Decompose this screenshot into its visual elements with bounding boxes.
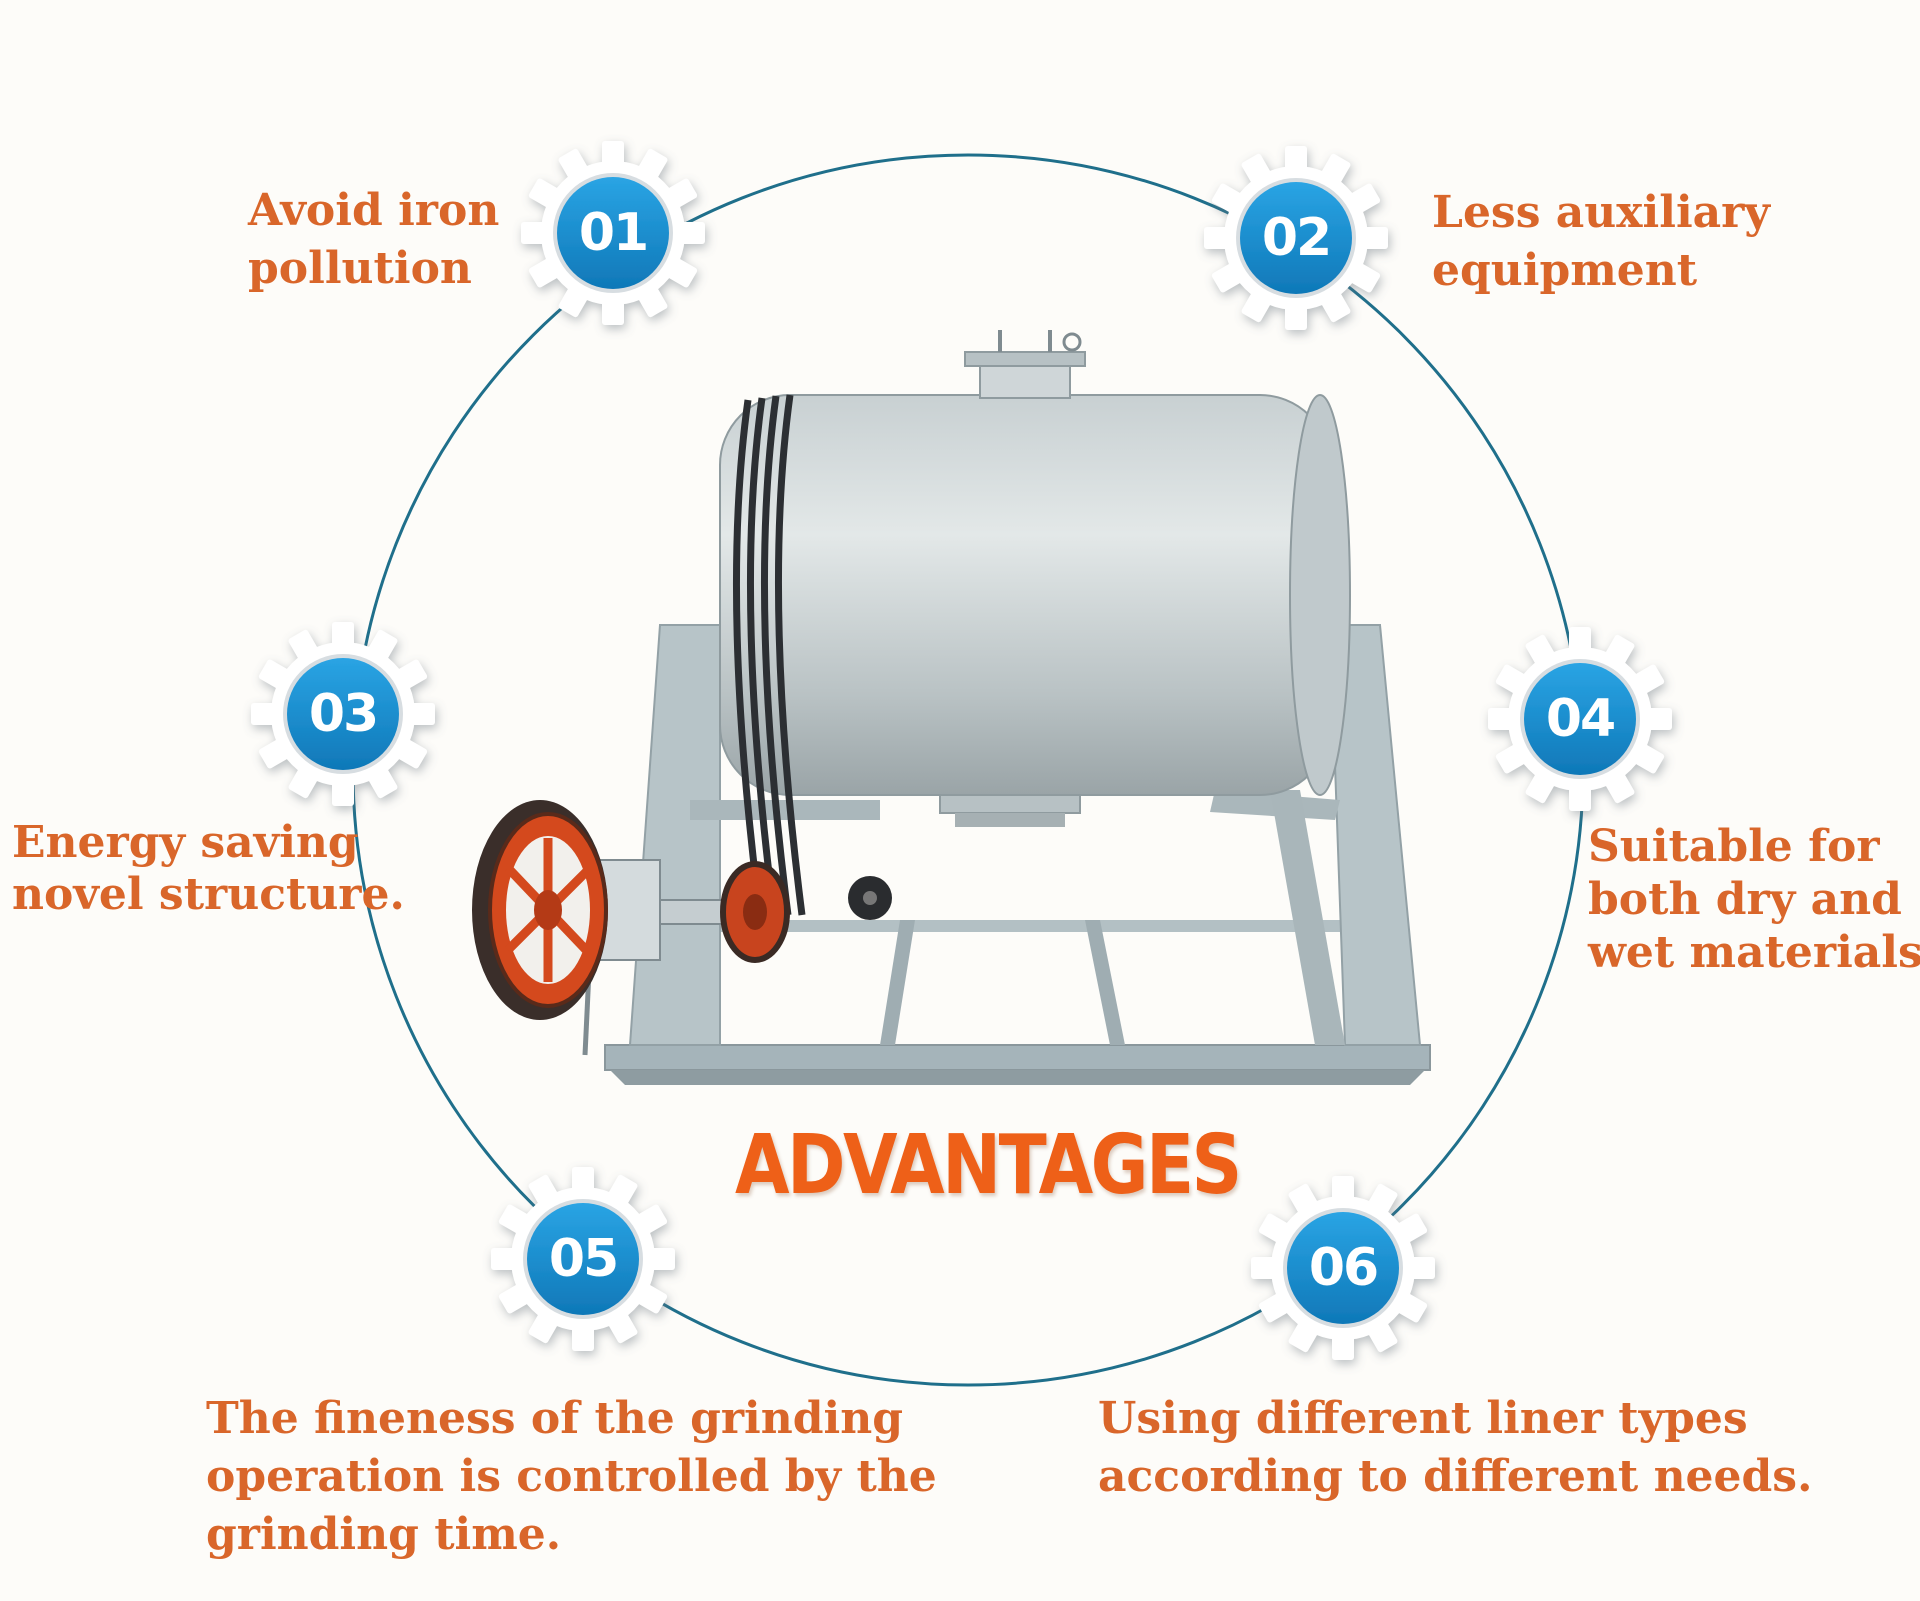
feature-03-line-2: novel structure. <box>12 869 405 920</box>
feature-03-line-1: Energy saving <box>12 817 359 868</box>
feature-01-line-2: pollution <box>248 243 472 294</box>
feature-05-text: The fineness of the grinding operation i… <box>206 1390 937 1564</box>
feature-04-line-2: both dry and <box>1588 874 1902 925</box>
feature-02-text: Less auxiliary equipment <box>1432 184 1770 300</box>
feature-03-text: Energy saving novel structure. <box>12 817 405 921</box>
feature-04-text: Suitable for both dry and wet materials. <box>1588 820 1920 979</box>
flywheel <box>472 800 608 1020</box>
gear-icon-01: 01 <box>578 203 649 263</box>
gear-icon-05: 05 <box>548 1229 619 1289</box>
feature-02-line-1: Less auxiliary <box>1432 187 1770 238</box>
gear-icon-04: 04 <box>1545 689 1616 749</box>
ball-mill-illustration <box>472 330 1431 1085</box>
gear-icon-02: 02 <box>1261 208 1332 268</box>
page-title: ADVANTAGES <box>735 1118 1242 1213</box>
feature-04-line-3: wet materials. <box>1588 927 1920 978</box>
feature-04-line-1: Suitable for <box>1588 821 1880 872</box>
feature-06-text: Using different liner types according to… <box>1098 1390 1812 1506</box>
feature-01-text: Avoid iron pollution <box>248 182 499 298</box>
feature-02-line-2: equipment <box>1432 245 1698 296</box>
feature-01-line-1: Avoid iron <box>248 185 500 236</box>
feature-05-line-1: The fineness of the grinding <box>206 1393 903 1444</box>
gear-icon-06: 06 <box>1308 1238 1379 1298</box>
feature-06-line-1: Using different liner types <box>1098 1393 1748 1444</box>
feature-05-line-2: operation is controlled by the <box>206 1451 937 1502</box>
feature-05-line-3: grinding time. <box>206 1509 562 1560</box>
feature-06-line-2: according to different needs. <box>1098 1451 1813 1502</box>
gear-icon-03: 03 <box>308 684 379 744</box>
